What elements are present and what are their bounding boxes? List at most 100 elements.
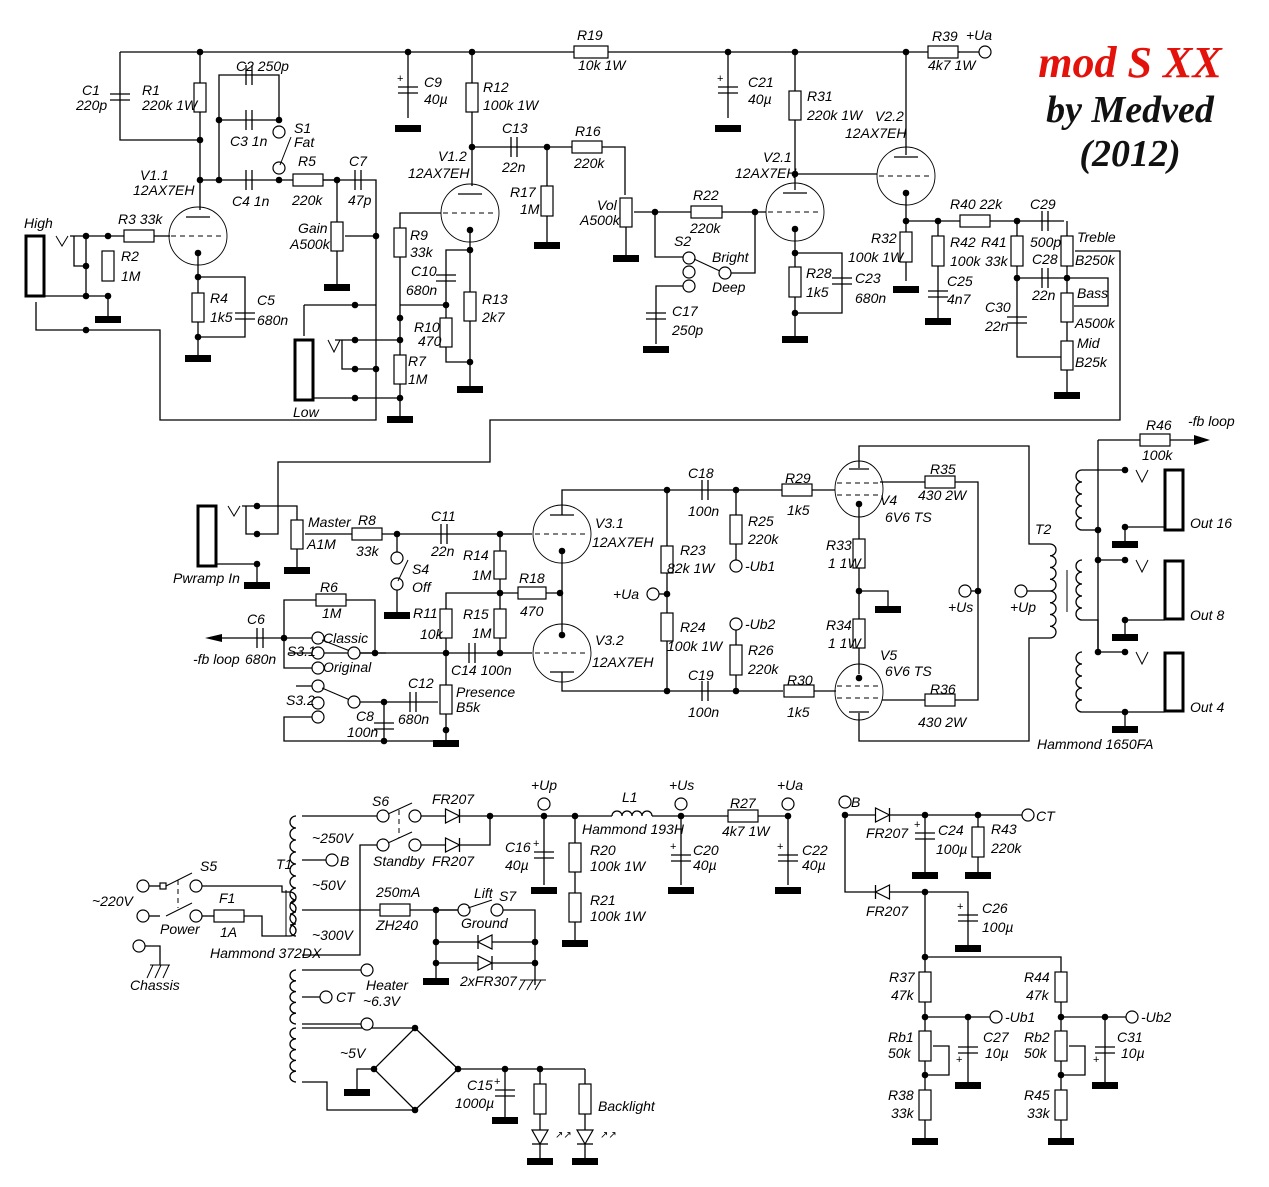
- c29-value: 500p: [1030, 234, 1061, 250]
- s5-ref: S5: [200, 858, 217, 874]
- junction-dot: [855, 674, 863, 682]
- junction-dot: [1094, 556, 1102, 564]
- terminal-circle: [189, 879, 203, 893]
- gain-value: A500k: [289, 236, 331, 252]
- terminal-circle: [311, 661, 325, 675]
- c24-value: 100µ: [936, 841, 967, 857]
- jack-switch-spring: [227, 505, 241, 517]
- junction-dot: [855, 587, 863, 595]
- r41-resistor: [1010, 235, 1024, 267]
- junction-dot: [536, 1065, 544, 1073]
- l1-inductor: [611, 810, 653, 817]
- net-ub1-mid: -Ub1: [745, 558, 775, 574]
- wire: [283, 638, 312, 669]
- junction-dot: [1094, 648, 1102, 656]
- c25-value: 4n7: [947, 291, 972, 307]
- junction-dot: [531, 938, 539, 946]
- r35-resistor: [924, 475, 956, 489]
- terminal-circle: [838, 795, 852, 809]
- terminal-circle: [360, 1017, 374, 1031]
- net-up-psu: +Up: [531, 777, 557, 793]
- junction-dot: [1013, 274, 1021, 282]
- terminal-circle: [311, 710, 325, 724]
- r31-value: 220k 1W: [806, 107, 864, 123]
- r22-ref: R22: [693, 187, 719, 203]
- f1-fuse: [213, 909, 245, 923]
- r13-value: 2k7: [481, 309, 506, 325]
- s7-ref: S7: [499, 888, 517, 904]
- rb2-ref: Rb2: [1024, 1029, 1050, 1045]
- s5-contact: [159, 882, 167, 890]
- led-resistor-1: [533, 1083, 547, 1115]
- s3-classic-label: Classic: [323, 630, 368, 646]
- s3-1-ref: S3.1: [287, 643, 316, 659]
- junction-dot: [442, 301, 450, 309]
- r41-value: 33k: [985, 253, 1009, 269]
- r42-ref: R42: [950, 234, 976, 250]
- ground-symbol: [572, 1158, 598, 1165]
- gain-ref: Gain: [298, 220, 328, 236]
- ground-symbol: [875, 606, 901, 613]
- junction-dot: [791, 48, 799, 56]
- s5-value: Power: [160, 921, 201, 937]
- title-line-1: mod S XX: [1038, 38, 1222, 87]
- net-ub2-mid: -Ub2: [745, 616, 776, 632]
- junction-dot: [855, 500, 863, 508]
- r16-value: 220k: [573, 155, 605, 171]
- junction-dot: [496, 589, 504, 597]
- led-resistor-2: [578, 1083, 592, 1115]
- r9-ref: R9: [410, 227, 428, 243]
- terminal-circle: [682, 265, 696, 279]
- r37-value: 47k: [891, 987, 915, 1003]
- c1-value: 220p: [75, 97, 107, 113]
- v2-2-value: 12AX7EH: [845, 125, 907, 141]
- jack-low-label: Low: [293, 404, 320, 420]
- l1-value: Hammond 193H: [582, 821, 685, 837]
- c20-value: 40µ: [693, 857, 717, 873]
- junction-dot: [442, 726, 450, 734]
- vol-ref: Vol: [597, 197, 618, 213]
- r6-value: 1M: [322, 605, 342, 621]
- r19-value: 10k 1W: [578, 57, 627, 73]
- wire: [1061, 1045, 1086, 1076]
- r29-ref: R29: [785, 470, 811, 486]
- input-jack-high: [24, 234, 46, 298]
- junction-dot: [921, 1013, 929, 1021]
- c9-value: 40µ: [424, 91, 448, 107]
- ground-symbol: [965, 872, 991, 879]
- junction-dot: [372, 232, 380, 240]
- plus-sign: +: [717, 73, 723, 85]
- junction-dot: [380, 698, 388, 706]
- r19-ref: R19: [577, 27, 603, 43]
- ground-symbol: [643, 346, 669, 353]
- r14-ref: R14: [463, 547, 489, 563]
- d-b1-diode: [874, 807, 891, 823]
- r37-resistor: [918, 971, 932, 1003]
- terminal-circle: [325, 853, 339, 867]
- r23-ref: R23: [680, 542, 706, 558]
- r9-resistor: [393, 227, 407, 258]
- v5-value: 6V6 TS: [885, 663, 932, 679]
- junction-dot: [466, 246, 474, 254]
- junction-dot: [732, 687, 740, 695]
- r26-ref: R26: [748, 642, 774, 658]
- r8-value: 33k: [356, 543, 380, 559]
- terminal-circle: [457, 903, 471, 917]
- wire: [654, 212, 688, 258]
- r46-value: 100k: [1142, 447, 1173, 463]
- junction-dot: [351, 336, 359, 344]
- r11-value: 10k: [420, 626, 444, 642]
- junction-dot: [82, 232, 90, 240]
- t2-secondary-16: [1075, 469, 1083, 531]
- s7-lift-label: Lift: [474, 885, 494, 901]
- s3-1-switch-arm: [321, 639, 351, 652]
- c17-ref: C17: [672, 303, 699, 319]
- junction-dot: [1063, 274, 1071, 282]
- junction-dot: [454, 1065, 462, 1073]
- ground-symbol: [1112, 634, 1138, 641]
- wire: [858, 637, 1050, 742]
- master-pot: [290, 519, 304, 550]
- junction-dot: [486, 812, 494, 820]
- junction-dot: [432, 938, 440, 946]
- f1-value: 1A: [220, 924, 237, 940]
